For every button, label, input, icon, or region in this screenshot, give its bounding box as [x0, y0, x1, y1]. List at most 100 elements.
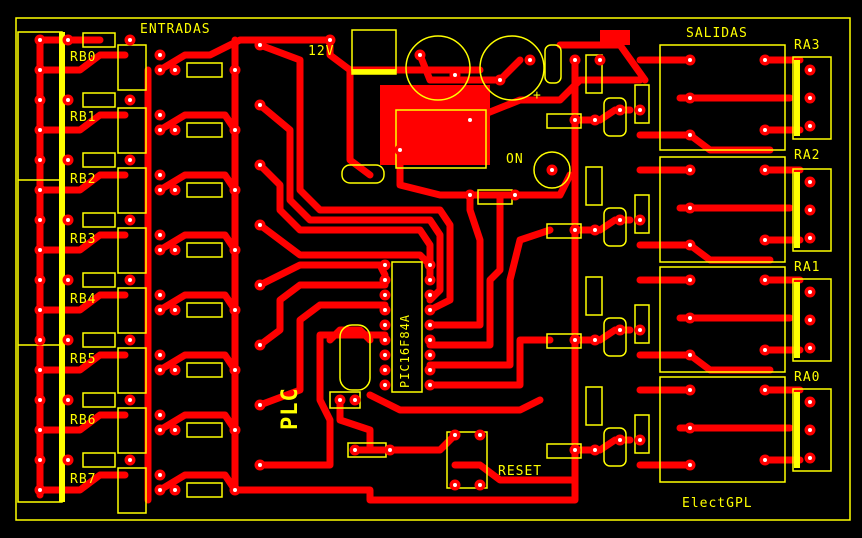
pad-hole: [763, 128, 767, 132]
pad-hole: [38, 368, 42, 372]
pad-hole: [618, 108, 622, 112]
pad-hole: [258, 343, 262, 347]
pad-hole: [763, 348, 767, 352]
pad-hole: [66, 158, 70, 162]
pad-hole: [173, 248, 177, 252]
pad-hole: [128, 38, 132, 42]
pad-hole: [233, 128, 237, 132]
pad-hole: [453, 433, 457, 437]
pad-hole: [428, 368, 432, 372]
pad-hole: [528, 58, 532, 62]
pad-hole: [763, 58, 767, 62]
pad-hole: [808, 290, 812, 294]
pad-hole: [763, 238, 767, 242]
pad-hole: [688, 278, 692, 282]
pad-hole: [158, 113, 162, 117]
pad-hole: [573, 228, 577, 232]
pad-hole: [428, 263, 432, 267]
pad-hole: [38, 278, 42, 282]
pad-hole: [38, 488, 42, 492]
pad-hole: [66, 458, 70, 462]
pad-hole: [158, 173, 162, 177]
pad-hole: [158, 128, 162, 132]
pad-hole: [808, 400, 812, 404]
outputs-header: SALIDAS: [686, 26, 748, 41]
pad-hole: [66, 38, 70, 42]
pad-hole: [158, 68, 162, 72]
copper-traces: [36, 36, 804, 504]
pad-hole: [38, 398, 42, 402]
pad-hole: [233, 428, 237, 432]
pad-hole: [128, 458, 132, 462]
pad-hole: [66, 278, 70, 282]
pad-hole: [233, 368, 237, 372]
input-label-rb5: RB5: [70, 352, 97, 367]
pad-hole: [638, 108, 642, 112]
pad-hole: [513, 193, 517, 197]
pad-hole: [428, 323, 432, 327]
pad-hole: [383, 293, 387, 297]
pad-hole: [383, 308, 387, 312]
pad-hole: [158, 368, 162, 372]
pad-hole: [550, 168, 554, 172]
pad-hole: [478, 433, 482, 437]
pad-hole: [328, 38, 332, 42]
pad-hole: [258, 403, 262, 407]
pad-hole: [763, 388, 767, 392]
output-label-ra1: RA1: [794, 260, 821, 275]
pad-hole: [398, 148, 402, 152]
pad-hole: [688, 243, 692, 247]
pad-hole: [688, 463, 692, 467]
pad-hole: [173, 68, 177, 72]
pad-hole: [808, 428, 812, 432]
pad-hole: [38, 218, 42, 222]
pad-hole: [428, 338, 432, 342]
input-label-rb3: RB3: [70, 232, 97, 247]
pad-hole: [128, 158, 132, 162]
pad-hole: [158, 488, 162, 492]
pad-hole: [38, 98, 42, 102]
pad-hole: [38, 428, 42, 432]
pad-hole: [38, 38, 42, 42]
pad-hole: [173, 368, 177, 372]
pad-hole: [128, 398, 132, 402]
pad-hole: [808, 456, 812, 460]
pad-hole: [128, 338, 132, 342]
pad-hole: [158, 353, 162, 357]
pad-hole: [688, 96, 692, 100]
pad-hole: [573, 448, 577, 452]
pad-hole: [158, 308, 162, 312]
pad-hole: [468, 118, 472, 122]
pad-hole: [38, 68, 42, 72]
silkscreen: [17, 29, 832, 514]
pad-hole: [173, 488, 177, 492]
pad-hole: [593, 338, 597, 342]
pad-hole: [233, 488, 237, 492]
pad-hole: [66, 398, 70, 402]
output-label-ra0: RA0: [794, 370, 821, 385]
chip-label: PIC16F84A: [398, 313, 412, 388]
reset-label: RESET: [498, 464, 543, 479]
pad-hole: [638, 328, 642, 332]
pad-hole: [173, 308, 177, 312]
pad-hole: [258, 43, 262, 47]
pad-hole: [383, 338, 387, 342]
pad-hole: [66, 218, 70, 222]
input-label-rb1: RB1: [70, 110, 97, 125]
input-label-rb2: RB2: [70, 172, 97, 187]
pad-hole: [638, 438, 642, 442]
pad-hole: [808, 236, 812, 240]
inputs-header: ENTRADAS: [140, 22, 211, 37]
pad-hole: [468, 193, 472, 197]
input-label-rb0: RB0: [70, 50, 97, 65]
pad-hole: [258, 463, 262, 467]
pad-hole: [598, 58, 602, 62]
pad-hole: [383, 263, 387, 267]
pad-hole: [158, 188, 162, 192]
pad-hole: [38, 188, 42, 192]
pad-hole: [128, 278, 132, 282]
pad-hole: [38, 308, 42, 312]
pad-hole: [688, 316, 692, 320]
pad-hole: [258, 103, 262, 107]
pad-hole: [158, 53, 162, 57]
